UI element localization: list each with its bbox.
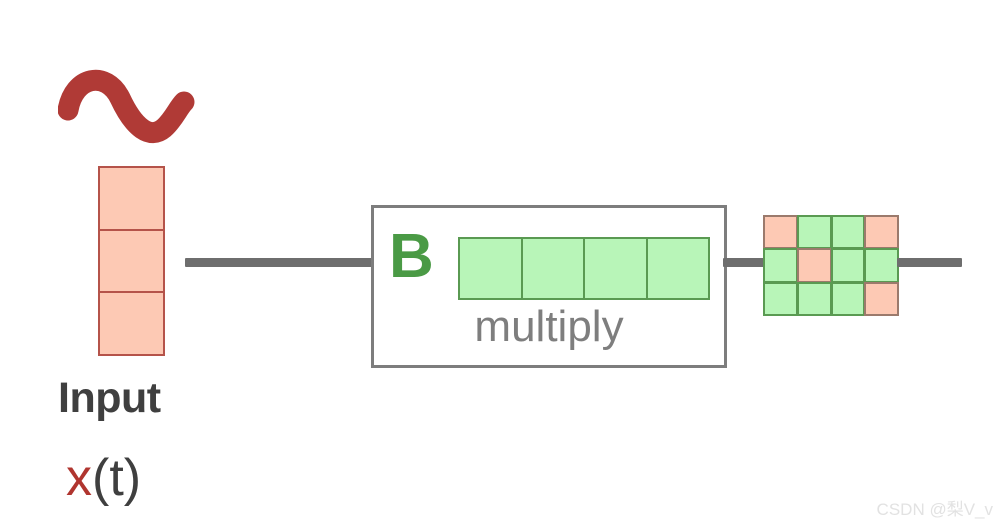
- b-row-vector: [458, 237, 710, 300]
- output-matrix-cell: [864, 215, 899, 250]
- wire-input-to-block: [185, 258, 374, 267]
- multiply-caption: multiply: [474, 302, 624, 351]
- output-matrix-cell: [830, 215, 866, 250]
- output-matrix-cell: [763, 281, 798, 316]
- output-matrix-cell: [864, 281, 899, 316]
- output-matrix-cell: [796, 248, 832, 283]
- input-label: Input: [58, 374, 161, 422]
- output-matrix-cell: [763, 215, 798, 250]
- output-matrix-cell: [830, 281, 866, 316]
- output-matrix: [763, 215, 899, 316]
- b-row-cell: [458, 237, 523, 300]
- output-matrix-cell: [864, 248, 899, 283]
- input-vector-cell: [98, 166, 165, 231]
- input-vector-cell: [98, 228, 165, 294]
- output-matrix-cell: [830, 248, 866, 283]
- input-formula: x(t): [66, 452, 141, 504]
- output-matrix-cell: [763, 248, 798, 283]
- input-vector-cell: [98, 291, 165, 357]
- input-formula-variable: x: [66, 449, 92, 507]
- sine-wave-icon: [57, 62, 208, 147]
- output-matrix-cell: [796, 215, 832, 250]
- input-formula-arg: (t): [92, 449, 142, 507]
- b-row-cell: [520, 237, 585, 300]
- output-matrix-cell: [796, 281, 832, 316]
- wire-matrix-output: [897, 258, 962, 267]
- wire-block-to-matrix: [723, 258, 768, 267]
- matrix-b-label: B: [389, 222, 434, 291]
- b-row-cell: [583, 237, 648, 300]
- input-vector: [98, 166, 165, 357]
- watermark: CSDN @梨V_v: [876, 500, 993, 519]
- b-row-cell: [645, 237, 710, 300]
